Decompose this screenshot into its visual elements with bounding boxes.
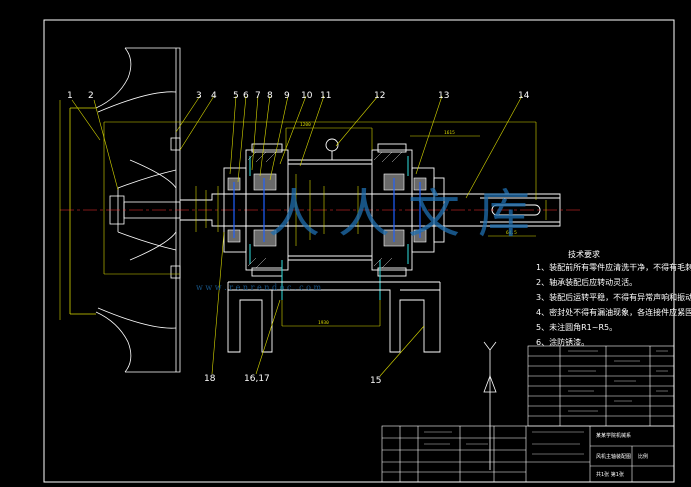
title-block-school: 某某学院机械系: [596, 432, 631, 439]
bearing-section-lines: [233, 178, 421, 242]
section-hatch: [247, 151, 403, 269]
tech-req-item-3: 3、装配后运转平稳，不得有异常声响和振动。: [536, 292, 691, 302]
title-block: [381, 425, 675, 483]
tech-req-item-5: 5、未注圆角R1~R5。: [536, 322, 617, 332]
title-block-scale-label: 比例: [638, 453, 648, 460]
balloon-12: 12: [374, 91, 385, 101]
dimension-lines: [59, 100, 547, 327]
svg-text:64.5: 64.5: [506, 230, 517, 236]
title-block-sheet: 共1张 第1张: [596, 471, 624, 478]
bearing-housing: [223, 138, 445, 277]
balloon-7: 7: [255, 91, 261, 101]
drawing-frame: [43, 19, 675, 483]
support-frame: [227, 281, 441, 353]
balloon-3: 3: [196, 91, 202, 101]
impeller: [95, 47, 181, 373]
balloon-11: 11: [320, 91, 331, 101]
balloon-16-17: 16,17: [244, 374, 270, 384]
svg-text:1615: 1615: [444, 130, 455, 136]
tech-req-item-1: 1、装配前所有零件应清洗干净，不得有毛刺和杂质。: [536, 262, 691, 272]
part-balloons: 1 2 3 4 5 6 7 8 9 10 11 12 13 14 15 16,1…: [67, 91, 530, 386]
balloon-2: 2: [88, 91, 94, 101]
balloon-14: 14: [518, 91, 530, 101]
balloon-9: 9: [284, 91, 290, 101]
dimension-values: 1200 1615 1930 64.5: [300, 122, 517, 326]
balloon-18: 18: [204, 374, 216, 384]
balloon-10: 10: [301, 91, 313, 101]
balloon-13: 13: [438, 91, 449, 101]
balloon-1: 1: [67, 91, 73, 101]
technical-requirements: 技术要求 1、装配前所有零件应清洗干净，不得有毛刺和杂质。 2、轴承装配后应转动…: [536, 249, 691, 347]
balloon-15: 15: [370, 376, 381, 386]
title-block-drawing-title: 风机主轴装配图: [596, 453, 631, 460]
title-block-ticks: [424, 431, 584, 455]
watermark-url: w w w . r e n r e n d o c . c o m: [196, 283, 321, 292]
watermark: 人人文库 w w w . r e n r e n d o c . c o m: [196, 185, 548, 292]
bolts: [249, 156, 409, 300]
bearings: [227, 173, 427, 247]
svg-text:1930: 1930: [318, 320, 329, 326]
svg-text:1200: 1200: [300, 122, 311, 128]
parts-list-table: [527, 345, 675, 427]
tech-req-item-2: 2、轴承装配后应转动灵活。: [536, 277, 637, 287]
balloon-4: 4: [211, 91, 217, 101]
impeller-outline: [69, 107, 96, 315]
tech-req-item-6: 6、涂防锈漆。: [536, 337, 589, 347]
balloon-6: 6: [243, 91, 249, 101]
leader-lines: [71, 95, 523, 377]
watermark-text: 人人文库: [268, 185, 548, 245]
tech-req-title: 技术要求: [568, 249, 600, 259]
balloon-8: 8: [267, 91, 273, 101]
parts-list-ticks: [568, 350, 668, 412]
balloon-5: 5: [233, 91, 239, 101]
tech-req-item-4: 4、密封处不得有漏油现象，各连接件应紧固。: [536, 307, 691, 317]
